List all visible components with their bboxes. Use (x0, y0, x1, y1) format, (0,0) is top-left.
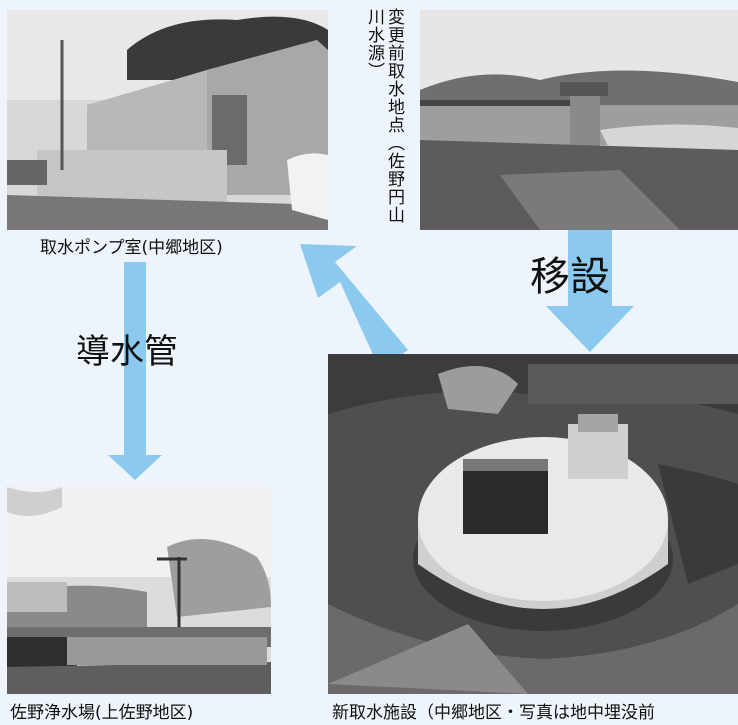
purification-plant-caption: 佐野浄水場(上佐野地区) (10, 703, 194, 723)
new-intake-caption: 新取水施設（中郷地区・写真は地中埋没前 (332, 703, 655, 723)
purification-plant-photo (7, 487, 271, 694)
conduit-label: 導水管 (76, 332, 178, 372)
pump-room-caption: 取水ポンプ室(中郷地区) (40, 238, 223, 258)
old-intake-caption: 変更前取水地点（佐野円山川水源） (364, 8, 404, 224)
new-intake-photo (328, 354, 738, 694)
relocation-label: 移設 (530, 254, 610, 300)
old-intake-photo (420, 10, 738, 230)
pump-room-photo (7, 10, 328, 230)
arrow-new-intake-to-pump (300, 244, 408, 370)
